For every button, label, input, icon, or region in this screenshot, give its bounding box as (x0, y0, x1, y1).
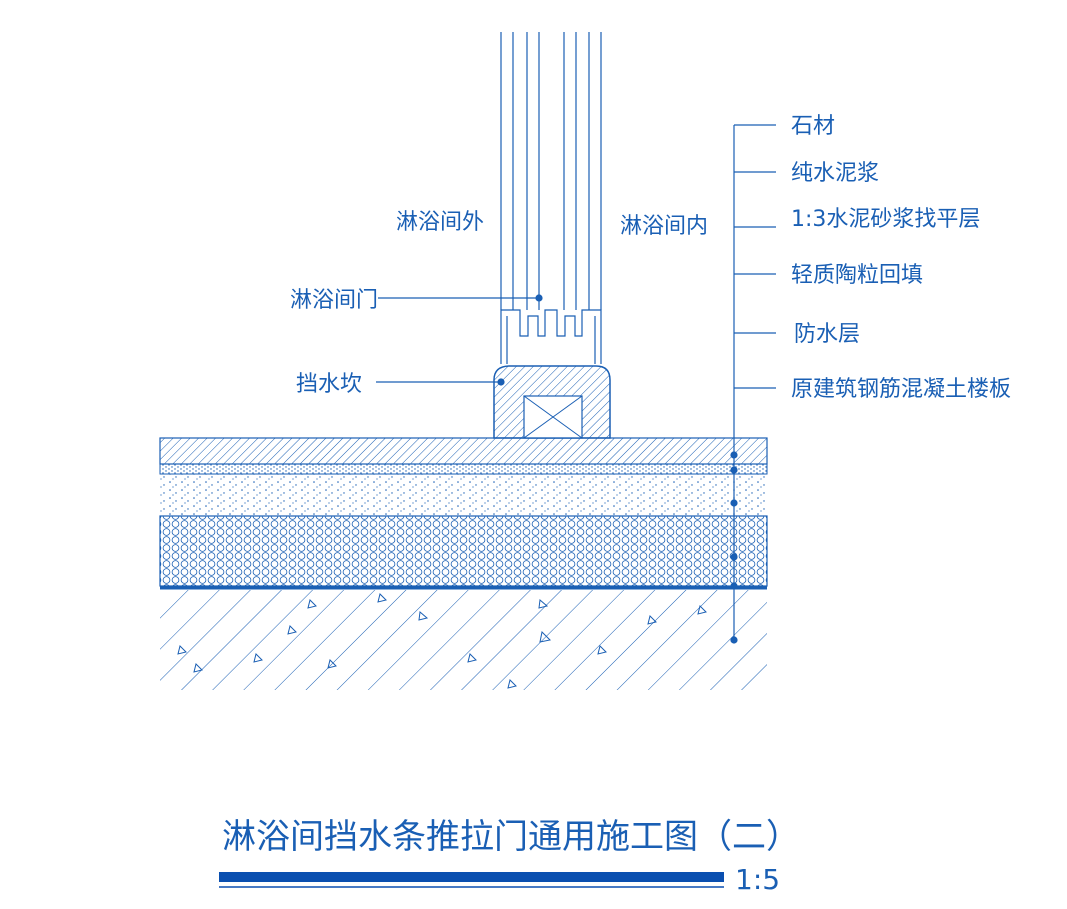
layer-label-ceramsite: 轻质陶粒回填 (791, 263, 923, 288)
label-threshold: 挡水坎 (296, 372, 362, 397)
shower-door (500, 32, 602, 310)
label-outside: 淋浴间外 (396, 210, 484, 235)
layer-label-mortar: 1:3水泥砂浆找平层 (791, 207, 980, 232)
layer-stone (159, 437, 768, 465)
layer-cement-slurry (159, 463, 768, 475)
layer-label-cement-slurry: 纯水泥浆 (791, 161, 879, 186)
floor-layers (159, 437, 768, 690)
label-door: 淋浴间门 (290, 288, 378, 313)
drawing-scale: 1:5 (735, 863, 780, 896)
layer-label-slab: 原建筑钢筋混凝土楼板 (791, 377, 1011, 402)
layer-leader (730, 124, 776, 644)
drawing-title: 淋浴间挡水条推拉门通用施工图（二） (222, 817, 800, 857)
door-track (500, 309, 602, 364)
threshold-curb (493, 365, 611, 439)
label-inside: 淋浴间内 (620, 214, 708, 239)
layer-label-stone: 石材 (791, 114, 835, 139)
door-leader (378, 294, 543, 302)
layer-label-waterproof: 防水层 (794, 322, 860, 347)
layer-ceramsite-backfill (159, 515, 768, 587)
threshold-leader (376, 378, 505, 386)
layer-mortar-leveling (160, 474, 767, 516)
layer-concrete-slab (160, 590, 767, 690)
title-underline (219, 872, 724, 882)
